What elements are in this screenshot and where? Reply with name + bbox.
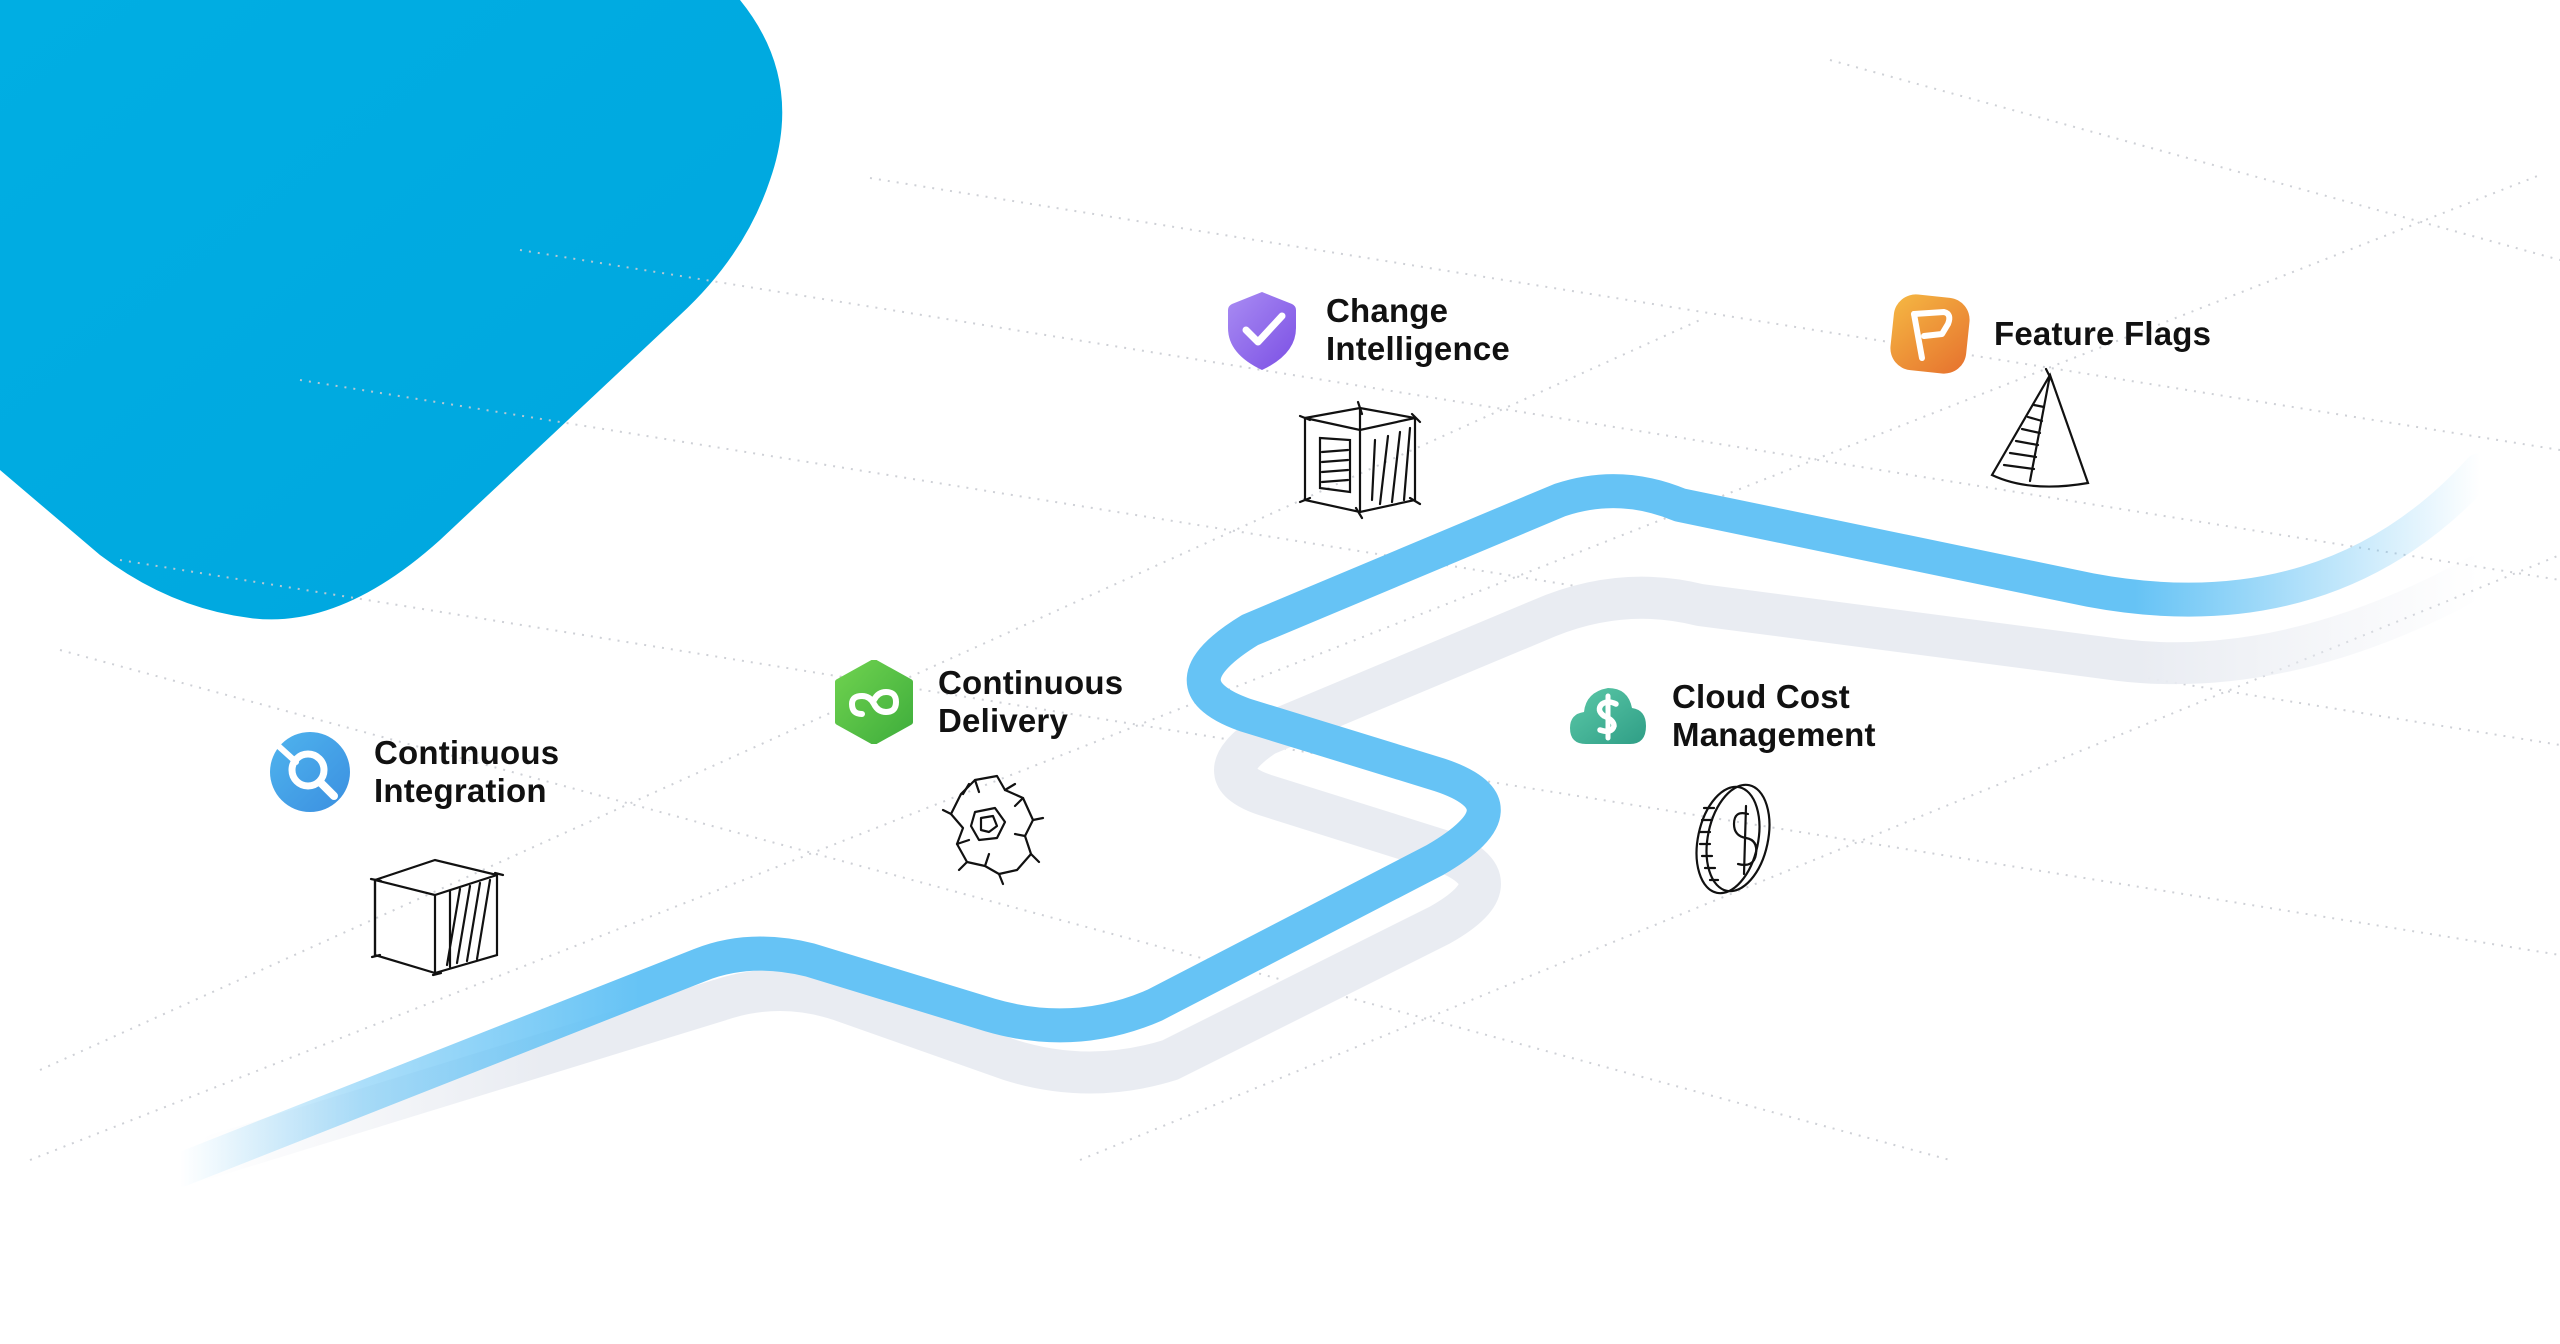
module-cloud-cost-management[interactable]: Cloud Cost Management [1566, 674, 1876, 758]
label-line-2: Delivery [938, 702, 1069, 739]
label-line-1: Continuous [374, 734, 560, 771]
coin-sketch-icon [1695, 783, 1771, 895]
module-continuous-delivery[interactable]: Continuous Delivery [832, 660, 1123, 744]
pipeline-shadow [179, 554, 2501, 1181]
module-label: Cloud Cost Management [1672, 678, 1876, 754]
module-label: Change Intelligence [1326, 292, 1510, 368]
label-line-1: Continuous [938, 664, 1124, 701]
box-sketch-icon [369, 858, 505, 977]
module-label: Feature Flags [1994, 315, 2211, 353]
module-change-intelligence[interactable]: Change Intelligence [1220, 288, 1510, 372]
label-line-1: Change [1326, 292, 1449, 329]
label-line-2: Integration [374, 772, 547, 809]
pipeline-path [163, 453, 2497, 1187]
label-line-2: Management [1672, 716, 1876, 753]
gear-sketch-icon [941, 774, 1045, 886]
cone-sketch-icon [1990, 367, 2090, 488]
shield-check-icon [1228, 292, 1296, 370]
cube-sketch-icon [1298, 400, 1422, 520]
brand-blob [0, 0, 783, 620]
module-feature-flags[interactable]: Feature Flags [1888, 292, 2211, 376]
module-label: Continuous Integration [374, 734, 559, 810]
cloud-dollar-icon [1570, 688, 1646, 744]
module-label: Continuous Delivery [938, 664, 1123, 740]
label-line-2: Intelligence [1326, 330, 1510, 367]
label-line-1: Cloud Cost [1672, 678, 1850, 715]
cd-infinity-icon [835, 660, 913, 744]
label-line-1: Feature Flags [1994, 315, 2212, 352]
module-continuous-integration[interactable]: Continuous Integration [268, 730, 559, 814]
ci-magnifier-icon [270, 732, 350, 812]
flag-icon [1890, 294, 1970, 374]
